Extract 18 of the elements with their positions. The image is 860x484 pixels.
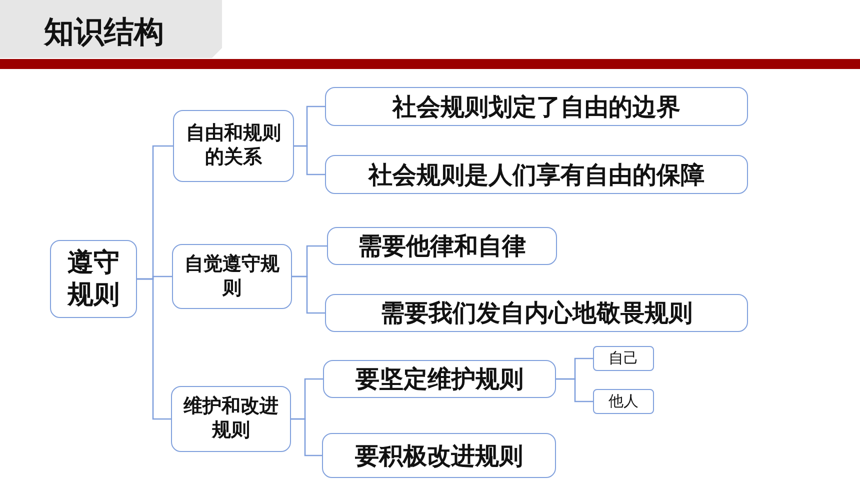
title: 知识结构 <box>44 14 164 52</box>
branch-box: 维护和改进规则 <box>171 386 291 452</box>
point-box: 要坚定维护规则 <box>323 360 556 398</box>
point-box: 要积极改进规则 <box>322 433 556 478</box>
bracket-line <box>292 276 325 314</box>
topic-box: 遵守规则 <box>50 240 137 318</box>
point-box: 社会规则划定了自由的边界 <box>325 87 748 126</box>
point-box: 社会规则是人们享有自由的保障 <box>325 155 748 194</box>
leaf-box: 他人 <box>593 389 654 414</box>
leaf-box: 自己 <box>593 346 654 371</box>
point-box: 需要他律和自律 <box>327 227 557 265</box>
branch-box: 自由和规则的关系 <box>173 110 294 182</box>
bracket-line <box>294 145 325 176</box>
bracket-line <box>137 278 171 420</box>
bracket-line <box>556 378 593 402</box>
bracket-line <box>291 418 322 456</box>
branch-box: 自觉遵守规则 <box>172 244 292 309</box>
point-box: 需要我们发自内心地敬畏规则 <box>325 294 748 332</box>
